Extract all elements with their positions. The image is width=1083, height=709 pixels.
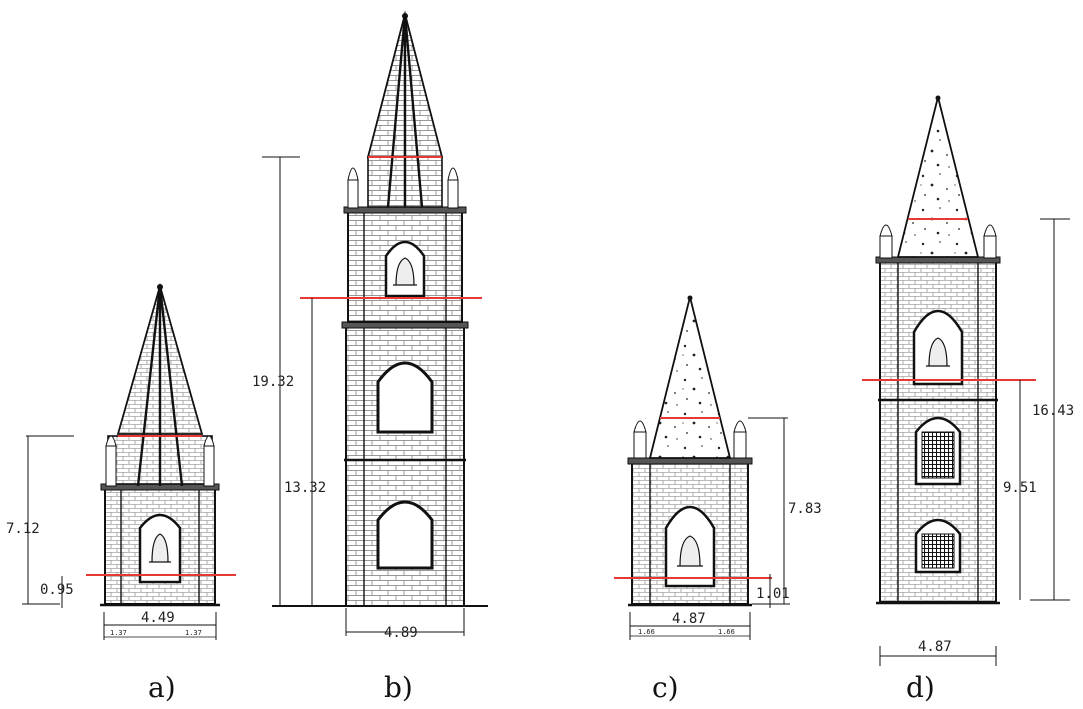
tower-a-pinnacle (105, 435, 215, 487)
tower-b-pinnacle (347, 167, 459, 209)
tower-a-width-label: 4.49 (141, 610, 175, 626)
tower-a-height-label: 7.12 (6, 521, 40, 537)
tower-d-finial (935, 95, 941, 101)
tower-b-window (376, 361, 434, 434)
tower-d-caption: d) (906, 671, 935, 704)
tower-c-pinnacle (633, 420, 747, 459)
tower-d-pinnacle (879, 224, 997, 259)
tower-a-width-dimension (103, 612, 217, 640)
tower-c-bell-icon (677, 535, 703, 567)
tower-a-small-height-label: 0.95 (40, 582, 74, 598)
tower-a: 7.12 0.95 4.49 1.37 1.37 a) (6, 282, 236, 704)
tower-a-height-dimension (22, 435, 74, 605)
tower-c-height-dimension (748, 417, 790, 605)
tower-b-height-label: 19.32 (252, 374, 294, 390)
tower-d-width-label: 4.87 (918, 639, 952, 655)
tower-c-height-label: 7.83 (788, 501, 822, 517)
tower-b-width-dimension (345, 608, 465, 636)
tower-c-pilaster-left-label: 1.66 (638, 628, 655, 636)
tower-d-mid-height-label: 9.51 (1003, 480, 1037, 496)
tower-b-mid-height-label: 13.32 (284, 480, 326, 496)
tower-c-pilaster-right-label: 1.66 (718, 628, 735, 636)
tower-c-width-dimension (629, 612, 751, 640)
tower-c-finial (687, 295, 693, 301)
tower-c: 7.83 1.01 4.87 1.66 1.66 c) (614, 295, 822, 704)
tower-c-small-height-label: 1.01 (756, 586, 790, 602)
tower-a-spire-ribs (136, 285, 184, 487)
tower-a-pilaster-right-label: 1.37 (185, 629, 202, 637)
tower-b-finial (402, 13, 408, 19)
tower-d-bell-icon (926, 337, 950, 367)
tower-b-spire-ribs (386, 13, 424, 208)
tower-a-bell-icon (149, 533, 171, 563)
tower-b-caption: b) (384, 671, 413, 704)
tower-b-bell-icon (393, 257, 417, 286)
tower-b-width-label: 4.89 (384, 625, 418, 641)
tower-d-window-grille (921, 431, 955, 479)
tower-a-finial (157, 284, 163, 290)
tower-d-width-dimension (879, 646, 997, 666)
tower-d-height-dimension (1030, 218, 1070, 601)
tower-b-window (376, 500, 434, 570)
tower-d-height-label: 16.43 (1032, 403, 1074, 419)
tower-c-caption: c) (652, 671, 679, 704)
tower-b: 19.32 13.32 4.89 b) (252, 10, 488, 704)
tower-d-spire (896, 96, 980, 258)
tower-b-height-dimension (262, 156, 300, 606)
tower-c-spire (648, 296, 732, 459)
tower-d: 16.43 9.51 4.87 d) (862, 95, 1074, 704)
tower-d-window-grille (921, 533, 955, 569)
tower-a-pilaster-left-label: 1.37 (110, 629, 127, 637)
tower-c-width-label: 4.87 (672, 611, 706, 627)
tower-a-caption: a) (148, 671, 176, 704)
